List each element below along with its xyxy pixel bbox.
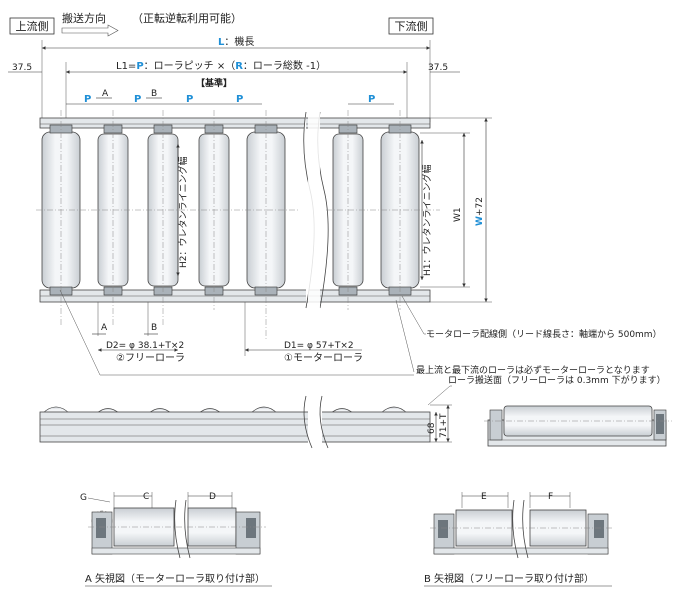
dimension-w-72: W+72 xyxy=(430,117,492,303)
upstream-label: 上流側 xyxy=(9,17,55,35)
height-71t: 71+T xyxy=(439,413,449,438)
svg-text:搬送方向: 搬送方向 xyxy=(62,11,106,25)
pitch-label: P xyxy=(84,94,91,105)
downstream-label: 下流側 xyxy=(388,17,434,35)
detail-a-title: A 矢視図（モーターローラ取り付け部） xyxy=(85,572,272,587)
base-label: 【基準】 xyxy=(196,77,232,89)
svg-text:上流側: 上流側 xyxy=(16,19,49,33)
conveying-surface-note: ローラ搬送面（フリーローラは 0.3mm 下がります） xyxy=(448,374,666,386)
g-mark: G xyxy=(80,493,87,503)
detail-view-a: G C D xyxy=(80,492,266,559)
motor-roller-note: 最上流と最下流のローラは必ずモーターローラとなります xyxy=(59,289,650,376)
e-mark: E xyxy=(481,492,487,502)
svg-text:B: B xyxy=(151,323,157,333)
svg-text:A: A xyxy=(101,323,108,333)
plan-view xyxy=(36,110,440,340)
svg-text:最上流と最下流のローラは必ずモーターローラとなります: 最上流と最下流のローラは必ずモーターローラとなります xyxy=(416,364,650,376)
svg-text:モータローラ配線側（リード線長さ：軸端から 500mm）: モータローラ配線側（リード線長さ：軸端から 500mm） xyxy=(426,328,662,340)
svg-text:D2= φ 38.1+T×2: D2= φ 38.1+T×2 xyxy=(106,341,184,351)
svg-text:D1= φ 57+T×2: D1= φ 57+T×2 xyxy=(284,341,354,351)
svg-text:②フリーローラ: ②フリーローラ xyxy=(116,352,185,364)
pitch-label: P xyxy=(134,94,141,105)
detail-b-title: B 矢視図（フリーローラ取り付け部） xyxy=(424,572,612,587)
detail-view-b: E F xyxy=(430,492,612,559)
pitch-label: P xyxy=(186,94,193,105)
svg-text:①モーターローラ: ①モーターローラ xyxy=(284,352,363,364)
pitch-dimensions: P P P P xyxy=(66,94,394,105)
svg-text:A 矢視図（モーターローラ取り付け部）: A 矢視図（モーターローラ取り付け部） xyxy=(85,572,265,585)
svg-text:W+72: W+72 xyxy=(475,197,485,226)
svg-text:B 矢視図（フリーローラ取り付け部）: B 矢視図（フリーローラ取り付け部） xyxy=(424,572,594,585)
pitch-label: P xyxy=(368,94,375,105)
end-section-view xyxy=(484,405,672,447)
svg-text:下流側: 下流側 xyxy=(395,19,428,33)
svg-text:B: B xyxy=(151,89,157,99)
d1-dimension: D1= φ 57+T×2 ①モーターローラ xyxy=(244,302,363,364)
f-mark: F xyxy=(548,492,553,502)
height-68: 68 xyxy=(427,422,437,434)
svg-text:A: A xyxy=(102,89,109,99)
side-view: 68 71+T xyxy=(39,385,452,449)
dimension-L1: L1=P：ローラピッチ ×（R：ローラ総数 -1） xyxy=(66,59,407,74)
svg-text:W1: W1 xyxy=(453,207,463,222)
a-b-top-marks: A B P xyxy=(96,89,162,105)
wiring-side-callout: モータローラ配線側（リード線長さ：軸端から 500mm） xyxy=(401,295,662,340)
h1-urethane-label: H1：ウレタンライニング幅 xyxy=(421,164,433,276)
a-b-bottom-marks: A B xyxy=(92,302,158,336)
svg-text:L：機長: L：機長 xyxy=(218,35,254,48)
reversible-note: （正転逆転利用可能） xyxy=(132,11,242,25)
dimension-w1: W1 xyxy=(420,132,470,288)
d-mark: D xyxy=(209,492,216,502)
dimension-37-5-left: 37.5 xyxy=(8,63,42,73)
d2-dimension: D2= φ 38.1+T×2 ②フリーローラ xyxy=(98,341,185,364)
direction-arrow: 搬送方向 xyxy=(61,11,119,37)
svg-text:L1=P：ローラピッチ ×（R：ローラ総数 -1）: L1=P：ローラピッチ ×（R：ローラ総数 -1） xyxy=(116,59,326,72)
svg-text:37.5: 37.5 xyxy=(428,63,448,73)
dimension-L: L：機長 xyxy=(42,35,430,50)
c-mark: C xyxy=(143,492,149,502)
dimension-37-5-right: 37.5 xyxy=(428,63,460,73)
pitch-label: P xyxy=(236,94,243,105)
svg-text:37.5: 37.5 xyxy=(12,63,32,73)
h2-urethane-label: H2：ウレタンライニング幅 xyxy=(177,156,189,268)
